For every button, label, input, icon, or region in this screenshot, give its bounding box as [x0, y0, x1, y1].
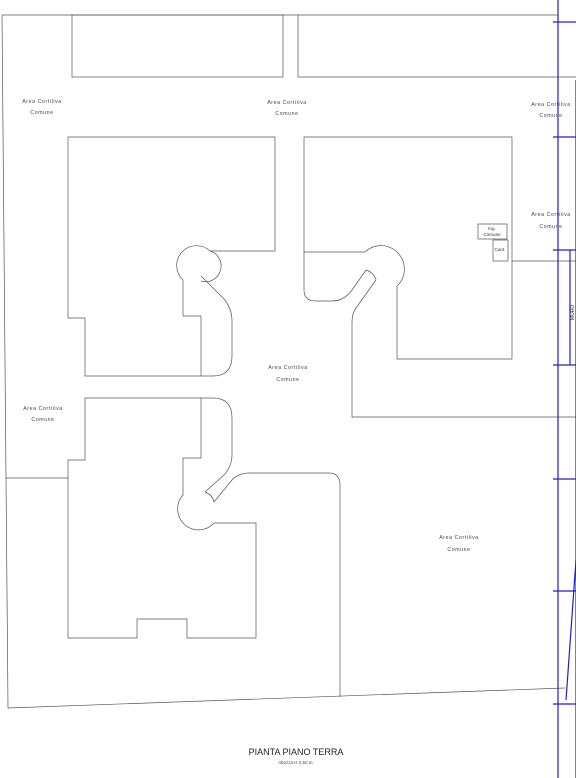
area-label-left: Area Cortiliva Comune: [23, 406, 63, 423]
svg-text:Comune: Comune: [30, 110, 53, 116]
top-right-building: [297, 15, 576, 78]
lower-left-unit: [67, 397, 257, 639]
svg-text:Area Cortiliva: Area Cortiliva: [531, 212, 571, 218]
top-left-building: [71, 14, 284, 78]
svg-text:Comune: Comune: [31, 417, 54, 423]
svg-text:Comune: Comune: [275, 111, 298, 117]
lower-yard: [213, 472, 341, 697]
lower-left-arc: [204, 491, 215, 503]
right-border-ticks: [553, 21, 576, 705]
ingresso-comune-box: [477, 223, 508, 240]
svg-text:Area Cortiliva: Area Cortiliva: [22, 99, 62, 105]
upper-left-unit: [67, 136, 276, 377]
side-label: MURO: [570, 305, 576, 320]
area-label-lower-right: Area Cortiliva Comune: [439, 535, 479, 553]
area-label-right: Area Cortiliva Comune: [531, 212, 571, 230]
site-boundary: [1, 14, 566, 709]
svg-text:Comune: Comune: [447, 547, 470, 553]
plan-title: PIANTA PIANO TERRA: [249, 747, 344, 757]
area-label-center: Area Cortiliva Comune: [268, 365, 308, 383]
ingresso-label-1: Ing.: [488, 226, 496, 231]
upper-left-door-arc: [200, 250, 222, 282]
svg-text:Comune: Comune: [276, 377, 299, 383]
area-label-top-right: Area Cortiliva Comune: [531, 102, 571, 119]
svg-text:Comune: Comune: [539, 224, 562, 230]
plan-subtitle: Altezza H 2,50 m.: [278, 760, 314, 765]
lower-left-porch: [201, 397, 233, 493]
ingresso-label-2: Comune: [483, 232, 501, 237]
svg-text:Comune: Comune: [539, 113, 562, 119]
svg-text:Area Cortiliva: Area Cortiliva: [23, 406, 63, 412]
area-label-top-center: Area Cortiliva Comune: [267, 100, 307, 117]
svg-text:Area Cortiliva: Area Cortiliva: [531, 102, 571, 108]
cantina-label: Cant.: [495, 247, 506, 252]
upper-right-arc: [365, 269, 377, 281]
svg-text:Area Cortiliva: Area Cortiliva: [268, 365, 308, 371]
upper-right-yard: [351, 279, 576, 418]
svg-text:Area Cortiliva: Area Cortiliva: [439, 535, 479, 541]
right-diagonal: [565, 559, 576, 701]
svg-text:Area Cortiliva: Area Cortiliva: [267, 100, 307, 106]
upper-right-porch: [303, 252, 367, 302]
upper-left-porch: [200, 275, 233, 377]
cantina-box: [492, 239, 509, 262]
area-label-top-left: Area Cortiliva Comune: [22, 99, 62, 116]
upper-right-unit: [303, 136, 513, 360]
